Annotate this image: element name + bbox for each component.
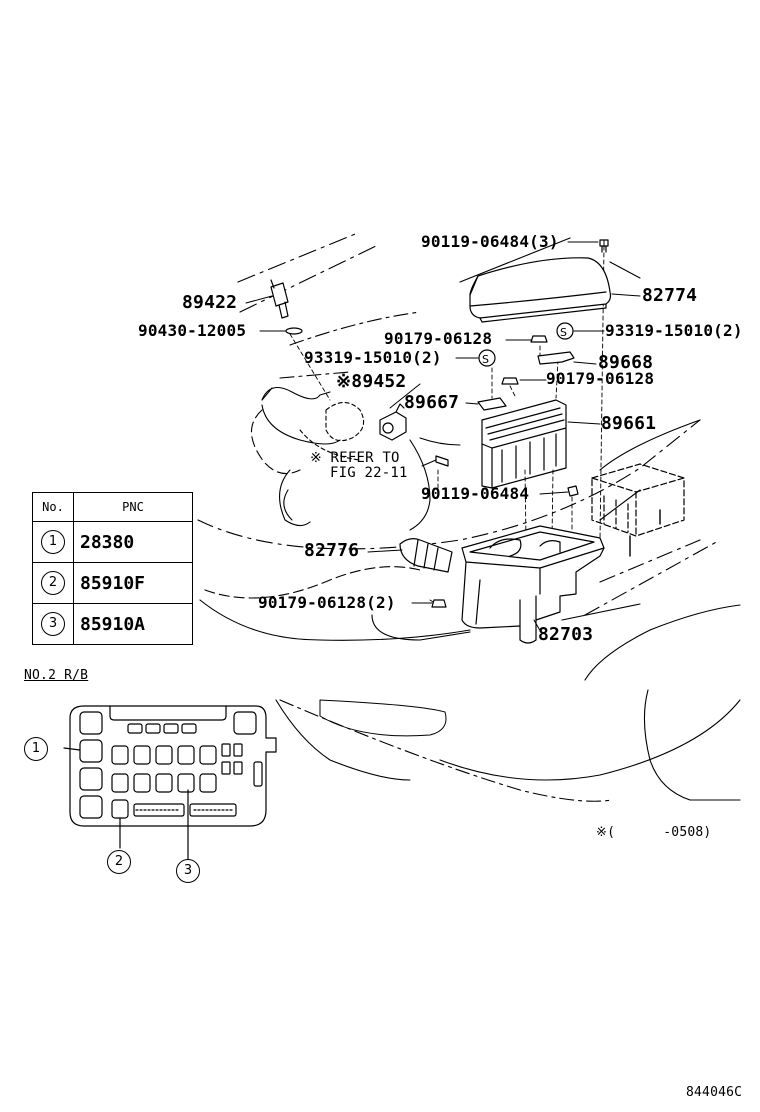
bolt-right — [567, 485, 579, 497]
header-no: No. — [32, 492, 74, 522]
washer-left: S — [478, 349, 496, 367]
bracket-89668 — [537, 351, 575, 365]
part-label-90119-06484: 90119-06484 — [421, 484, 530, 503]
ecu-tray-82703 — [461, 525, 605, 644]
pnc-row: 3 85910A — [32, 603, 193, 645]
part-label-93319-15010-right: 93319-15010(2) — [605, 321, 743, 340]
sensor-89422 — [270, 279, 289, 319]
part-label-89668: 89668 — [598, 352, 654, 373]
part-label-90179-06128-mid: 90179-06128 — [546, 369, 655, 388]
pnc-value: 85910A — [73, 603, 193, 645]
diagram-code: 844046C — [686, 1085, 743, 1100]
sensor-89452 — [379, 403, 407, 441]
duct-82776 — [399, 538, 453, 573]
part-label-89422: 89422 — [182, 292, 238, 313]
part-label-93319-15010-left: 93319-15010(2) — [304, 348, 442, 367]
refer-line-2: FIG 22-11 — [330, 465, 408, 481]
pnc-row: 1 28380 — [32, 521, 193, 563]
callout-3: 3 — [176, 859, 200, 883]
part-label-82776: 82776 — [304, 540, 360, 561]
leader-lines — [245, 239, 641, 635]
nut-mid — [501, 377, 519, 385]
ecu-cover-82774 — [469, 257, 612, 323]
part-label-90179-06128-upper: 90179-06128 — [384, 329, 493, 348]
part-label-82703: 82703 — [538, 624, 594, 645]
callout-1: 1 — [24, 737, 48, 761]
svg-text:S: S — [560, 326, 567, 339]
part-label-90179-06128-2: 90179-06128(2) — [258, 593, 396, 612]
part-label-90430-12005: 90430-12005 — [138, 321, 247, 340]
adjacent-box — [591, 463, 685, 537]
part-label-90119-06484-3: 90119-06484(3) — [421, 232, 559, 251]
refer-line-1: ※ REFER TO — [310, 450, 400, 466]
header-pnc: PNC — [73, 492, 193, 522]
relay-block — [63, 705, 277, 861]
body-contour-lines — [197, 231, 741, 802]
callout-2: 2 — [107, 850, 131, 874]
part-label-89452: ※89452 — [336, 371, 407, 392]
gasket — [285, 327, 303, 335]
footnote: ※( -0508) — [596, 825, 712, 840]
row-number: 2 — [41, 571, 65, 595]
nut-upper — [530, 335, 548, 343]
part-label-82774: 82774 — [642, 285, 698, 306]
bracket-89667 — [477, 397, 507, 411]
pnc-value: 28380 — [73, 521, 193, 563]
svg-text:S: S — [482, 353, 489, 366]
ecu-89661 — [481, 399, 567, 489]
part-label-89667: 89667 — [404, 392, 460, 413]
pnc-table: No. PNC 1 28380 2 85910F 3 85910A — [32, 492, 193, 645]
pnc-table-header: No. PNC — [32, 492, 193, 522]
part-label-89661: 89661 — [601, 413, 657, 434]
relay-block-title: NO.2 R/B — [24, 668, 89, 683]
pnc-row: 2 85910F — [32, 562, 193, 604]
bolt-refer — [435, 455, 449, 467]
nut-lower — [431, 599, 447, 608]
row-number: 1 — [41, 530, 65, 554]
pnc-value: 85910F — [73, 562, 193, 604]
washer-right: S — [556, 322, 574, 340]
row-number: 3 — [41, 612, 65, 636]
